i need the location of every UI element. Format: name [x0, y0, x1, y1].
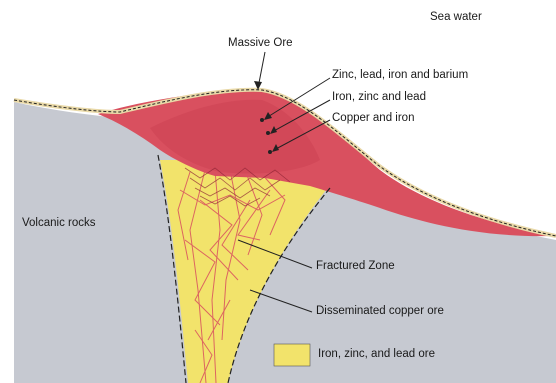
massive-ore-label: Massive Ore: [228, 38, 293, 50]
zinc-lead-iron-barium-label: Zinc, lead, iron and barium: [332, 70, 468, 82]
copper-iron-label: Copper and iron: [332, 113, 414, 125]
legend-iron-zinc-lead-ore-label: Iron, zinc, and lead ore: [318, 349, 435, 361]
legend-swatch-yellow: [274, 344, 310, 366]
sea-water-label: Sea water: [430, 12, 482, 24]
disseminated-copper-ore-label: Disseminated copper ore: [316, 306, 444, 318]
iron-zinc-lead-label: Iron, zinc and lead: [332, 92, 426, 104]
fractured-zone-label: Fractured Zone: [316, 261, 395, 273]
volcanic-rocks-label: Volcanic rocks: [22, 218, 96, 230]
